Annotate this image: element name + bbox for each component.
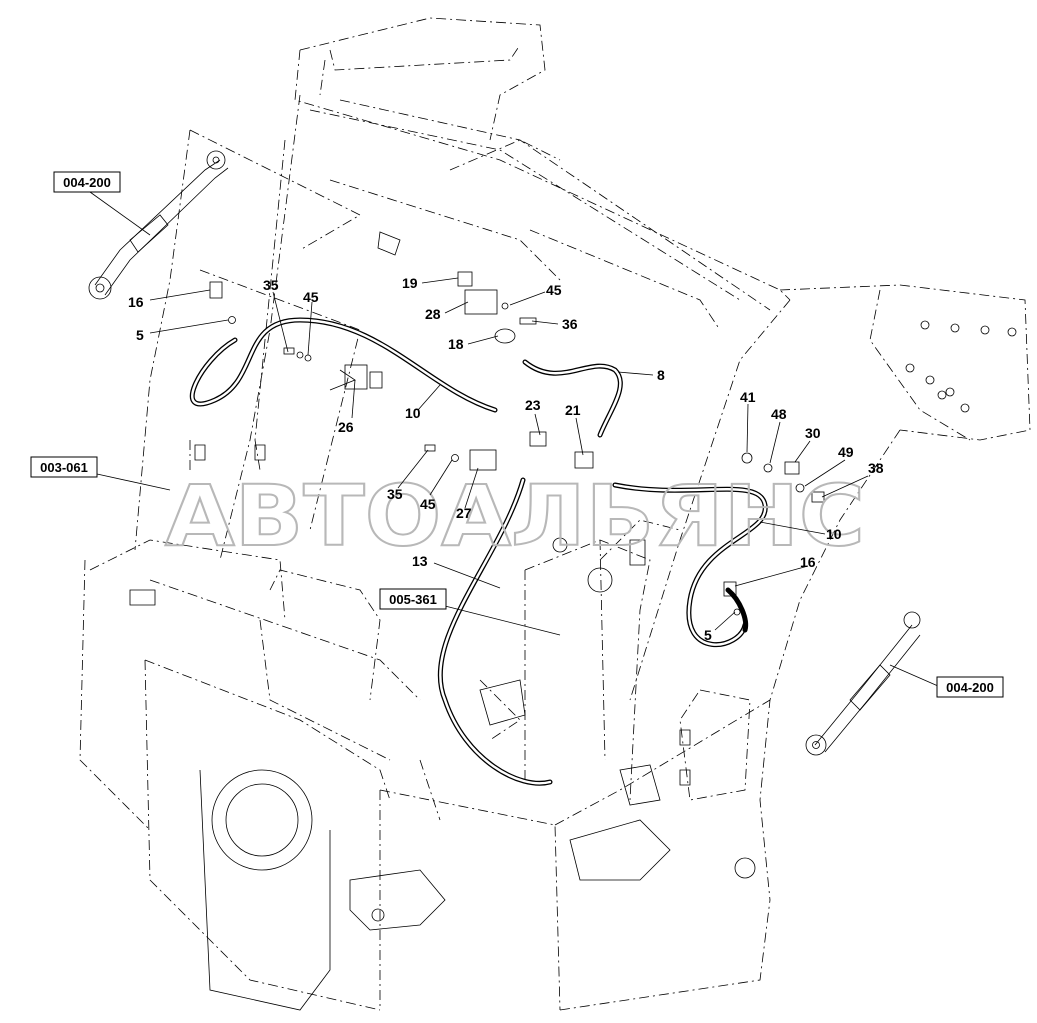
callout-48: 48 [771,406,787,422]
callout-10-left: 10 [405,405,421,421]
hoses [189,317,768,786]
callout-49: 49 [838,444,854,460]
leader-lines [89,191,939,687]
callout-16-right: 16 [800,554,816,570]
fittings [209,271,825,616]
callout-10-right: 10 [826,526,842,542]
callout-13: 13 [412,553,428,569]
ref-box-003-061: 003-061 [30,456,98,478]
callouts: 16 5 35 45 26 10 19 28 18 45 36 8 23 21 … [128,275,884,643]
callout-8: 8 [657,367,665,383]
callout-45-top: 45 [303,289,319,305]
callout-26: 26 [338,419,354,435]
svg-text:003-061: 003-061 [40,460,88,475]
callout-35-mid: 35 [387,486,403,502]
callout-41: 41 [740,389,756,405]
callout-16-left: 16 [128,294,144,310]
callout-36: 36 [562,316,578,332]
callout-38: 38 [868,460,884,476]
svg-text:005-361: 005-361 [389,592,437,607]
callout-5-right: 5 [704,627,712,643]
cylinder-right [805,611,921,756]
callout-45-low: 45 [420,496,436,512]
callout-5-left: 5 [136,327,144,343]
callout-19: 19 [402,275,418,291]
panel-holes [905,320,1017,413]
cylinder-left [88,150,229,300]
callout-45-mid: 45 [546,282,562,298]
callout-21: 21 [565,402,581,418]
callout-27: 27 [456,505,472,521]
hose-16-right [725,587,749,633]
watermark: АВТОАЛЬЯНС [165,467,865,565]
callout-30: 30 [805,425,821,441]
ref-box-004-200-right: 004-200 [936,676,1004,698]
frame-outline [79,17,1031,1011]
callout-28: 28 [425,306,441,322]
hose-10-left [189,317,498,413]
callout-35-top: 35 [263,277,279,293]
frame-solid-details [129,231,756,1011]
ref-box-005-361: 005-361 [379,588,447,610]
svg-text:004-200: 004-200 [946,680,994,695]
svg-text:004-200: 004-200 [63,175,111,190]
ref-box-004-200-left: 004-200 [53,171,121,193]
callout-18: 18 [448,336,464,352]
callout-23: 23 [525,397,541,413]
